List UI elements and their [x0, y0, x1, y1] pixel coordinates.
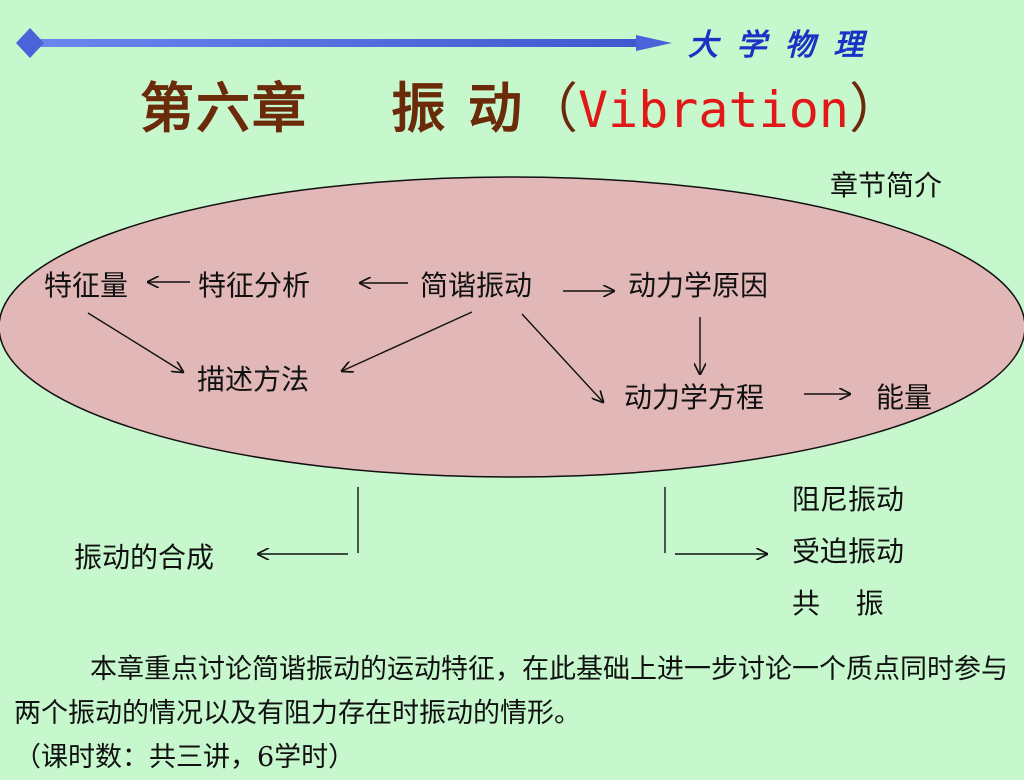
node-features: 特征量	[44, 269, 129, 302]
description-hours: （课时数：共三讲，6学时）	[14, 742, 356, 773]
description-main: 本章重点讨论简谐振动的运动特征，在此基础上进一步讨论一个质点同时参与两个振动的情…	[14, 654, 1008, 729]
section-subtitle: 章节简介	[830, 169, 943, 202]
node-shm: 简谐振动	[420, 269, 533, 302]
node-dynamic-cause: 动力学原因	[628, 269, 769, 302]
node-composition: 振动的合成	[74, 541, 215, 574]
course-label: 大 学 物 理	[688, 28, 868, 63]
node-energy: 能量	[876, 381, 933, 414]
arrow-features-to-description	[87, 312, 183, 372]
header-bar	[16, 28, 672, 58]
arrow-shm-to-equation	[521, 313, 603, 402]
node-dynamic-equation: 动力学方程	[624, 381, 765, 414]
node-description: 描述方法	[197, 363, 310, 396]
arrow-tip-icon	[636, 35, 672, 51]
title-chinese: 第六章 振 动	[140, 76, 524, 140]
node-feature-analysis: 特征分析	[198, 269, 311, 302]
node-resonance: 共 振	[792, 587, 884, 620]
node-forced: 受迫振动	[792, 535, 905, 568]
core-ellipse	[0, 176, 1024, 478]
arrow-shm-to-description	[342, 311, 473, 371]
title-english: Vibration	[578, 81, 849, 139]
title-close-paren: ）	[848, 77, 903, 140]
chapter-description: 本章重点讨论简谐振动的运动特征，在此基础上进一步讨论一个质点同时参与两个振动的情…	[14, 648, 1014, 780]
title-open-paren: （	[524, 77, 578, 140]
page-title: 第六章 振 动（Vibration）	[140, 64, 903, 143]
diamond-icon	[16, 28, 44, 58]
node-damped: 阻尼振动	[792, 483, 905, 516]
header-bar-line	[30, 39, 640, 47]
